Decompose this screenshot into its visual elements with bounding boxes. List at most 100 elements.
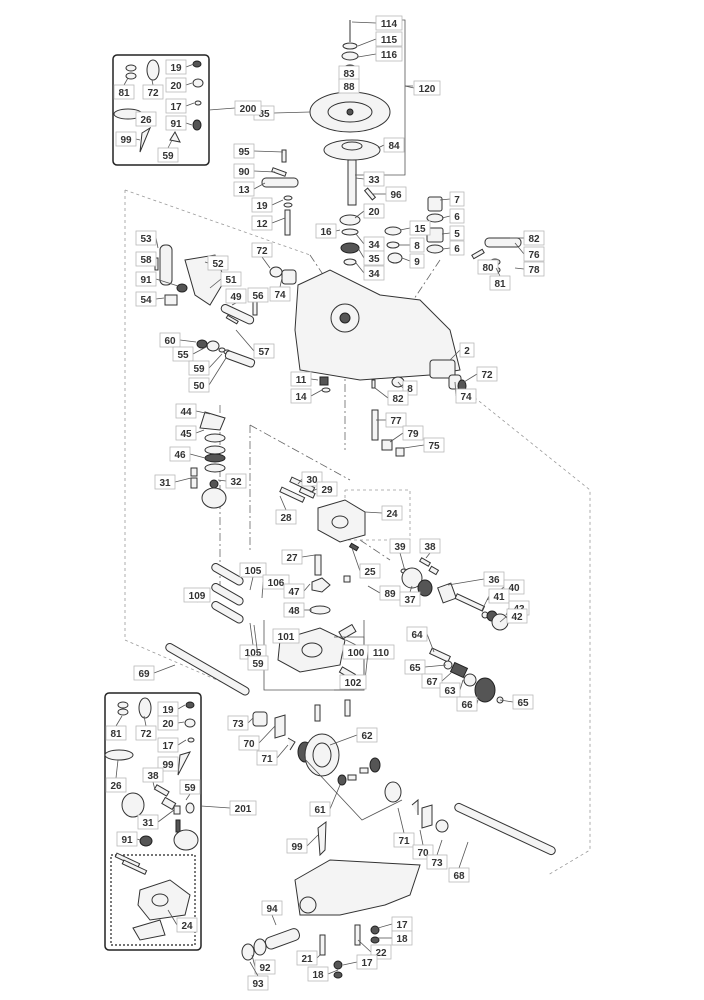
callout-box <box>448 867 470 883</box>
callout-label: 73 <box>431 858 443 869</box>
callout-201: 201 <box>200 800 257 816</box>
callout-box <box>339 674 367 690</box>
callout-17: 17 <box>342 954 378 970</box>
leader-line <box>195 429 205 434</box>
callout-label: 55 <box>177 350 189 361</box>
leader-line <box>251 954 256 968</box>
callout-label: 45 <box>180 429 192 440</box>
callout-76: 76 <box>514 242 545 262</box>
leader-line <box>309 488 318 493</box>
callout-box <box>233 181 255 197</box>
callout-box <box>239 562 267 578</box>
callout-label: 13 <box>238 185 250 196</box>
callout-box <box>283 583 305 599</box>
callout-51: 51 <box>209 271 242 289</box>
leader-line <box>481 595 490 611</box>
callout-box <box>290 388 312 404</box>
callout-box <box>256 750 278 766</box>
callout-46: 46 <box>169 446 206 462</box>
callout-label: 8 <box>407 384 413 395</box>
callout-label: 78 <box>528 265 540 276</box>
callout-label: 50 <box>193 381 205 392</box>
leader-line <box>419 829 424 846</box>
callout-box <box>523 230 545 246</box>
callout-box <box>421 673 443 689</box>
callout-box <box>338 78 360 94</box>
callout-label: 58 <box>140 255 152 266</box>
callout-54: 54 <box>135 291 165 307</box>
leader-line <box>426 633 435 653</box>
callout-47: 47 <box>283 583 311 599</box>
leader-line <box>261 256 271 269</box>
callout-label: 99 <box>291 842 303 853</box>
callout-label: 93 <box>252 979 264 990</box>
callout-box <box>175 403 197 419</box>
callout-label: 82 <box>392 394 404 405</box>
leader-line <box>342 961 358 966</box>
callout-label: 74 <box>274 290 286 301</box>
callout-62: 62 <box>329 727 378 746</box>
callout-box <box>157 737 179 753</box>
callout-72: 72 <box>251 242 273 269</box>
callout-19: 19 <box>165 59 195 75</box>
callout-15: 15 <box>399 220 431 236</box>
callout-box <box>387 390 409 406</box>
callout-44: 44 <box>175 403 211 419</box>
leader-line <box>177 704 186 710</box>
callout-label: 85 <box>258 109 270 120</box>
callout-61: 61 <box>309 784 341 817</box>
callout-box <box>399 591 421 607</box>
callout-box <box>426 854 448 870</box>
leader-line <box>327 969 339 975</box>
callout-label: 72 <box>256 246 268 257</box>
callout-box <box>188 360 210 376</box>
callout-label: 7 <box>454 195 460 206</box>
callout-label: 53 <box>140 234 152 245</box>
leader-line <box>151 79 154 86</box>
callout-box <box>116 831 138 847</box>
callout-label: 101 <box>278 632 295 643</box>
leader-line <box>439 198 451 201</box>
callout-label: 49 <box>230 292 242 303</box>
callout-label: 74 <box>460 392 472 403</box>
leader-line <box>185 82 193 86</box>
callout-label: 21 <box>301 954 313 965</box>
callout-label: 109 <box>189 591 206 602</box>
callout-73: 73 <box>426 839 448 870</box>
callout-19: 19 <box>251 197 284 213</box>
callout-box <box>402 425 424 441</box>
callout-72: 72 <box>463 366 498 383</box>
callout-93: 93 <box>247 961 269 991</box>
callout-17: 17 <box>165 98 195 114</box>
callout-box <box>225 473 247 489</box>
callout-box <box>251 242 273 258</box>
leader-line <box>204 261 209 264</box>
callout-label: 46 <box>174 450 186 461</box>
callout-box <box>375 46 403 62</box>
callout-label: 62 <box>361 731 373 742</box>
callout-box <box>133 665 155 681</box>
callout-67: 67 <box>421 671 453 689</box>
leader-line <box>351 21 377 24</box>
callout-label: 79 <box>407 429 419 440</box>
callout-24: 24 <box>364 505 403 521</box>
leader-line <box>185 122 193 126</box>
callout-box <box>157 756 179 772</box>
callout-81: 81 <box>489 267 511 291</box>
callout-25: 25 <box>351 547 381 579</box>
callout-box <box>459 342 475 358</box>
leader-line <box>424 664 447 668</box>
callout-82: 82 <box>374 387 409 406</box>
callout-label: 110 <box>373 648 390 659</box>
callout-label: 31 <box>142 818 154 829</box>
callout-box <box>247 655 269 671</box>
callout-box <box>449 191 465 207</box>
leader-line <box>335 229 341 232</box>
leader-line <box>441 671 453 682</box>
callout-label: 70 <box>417 848 429 859</box>
leader-line <box>425 552 431 559</box>
callout-box <box>234 100 262 116</box>
callout-65: 65 <box>499 694 534 710</box>
leader-line <box>316 954 321 959</box>
leader-line <box>115 715 123 727</box>
